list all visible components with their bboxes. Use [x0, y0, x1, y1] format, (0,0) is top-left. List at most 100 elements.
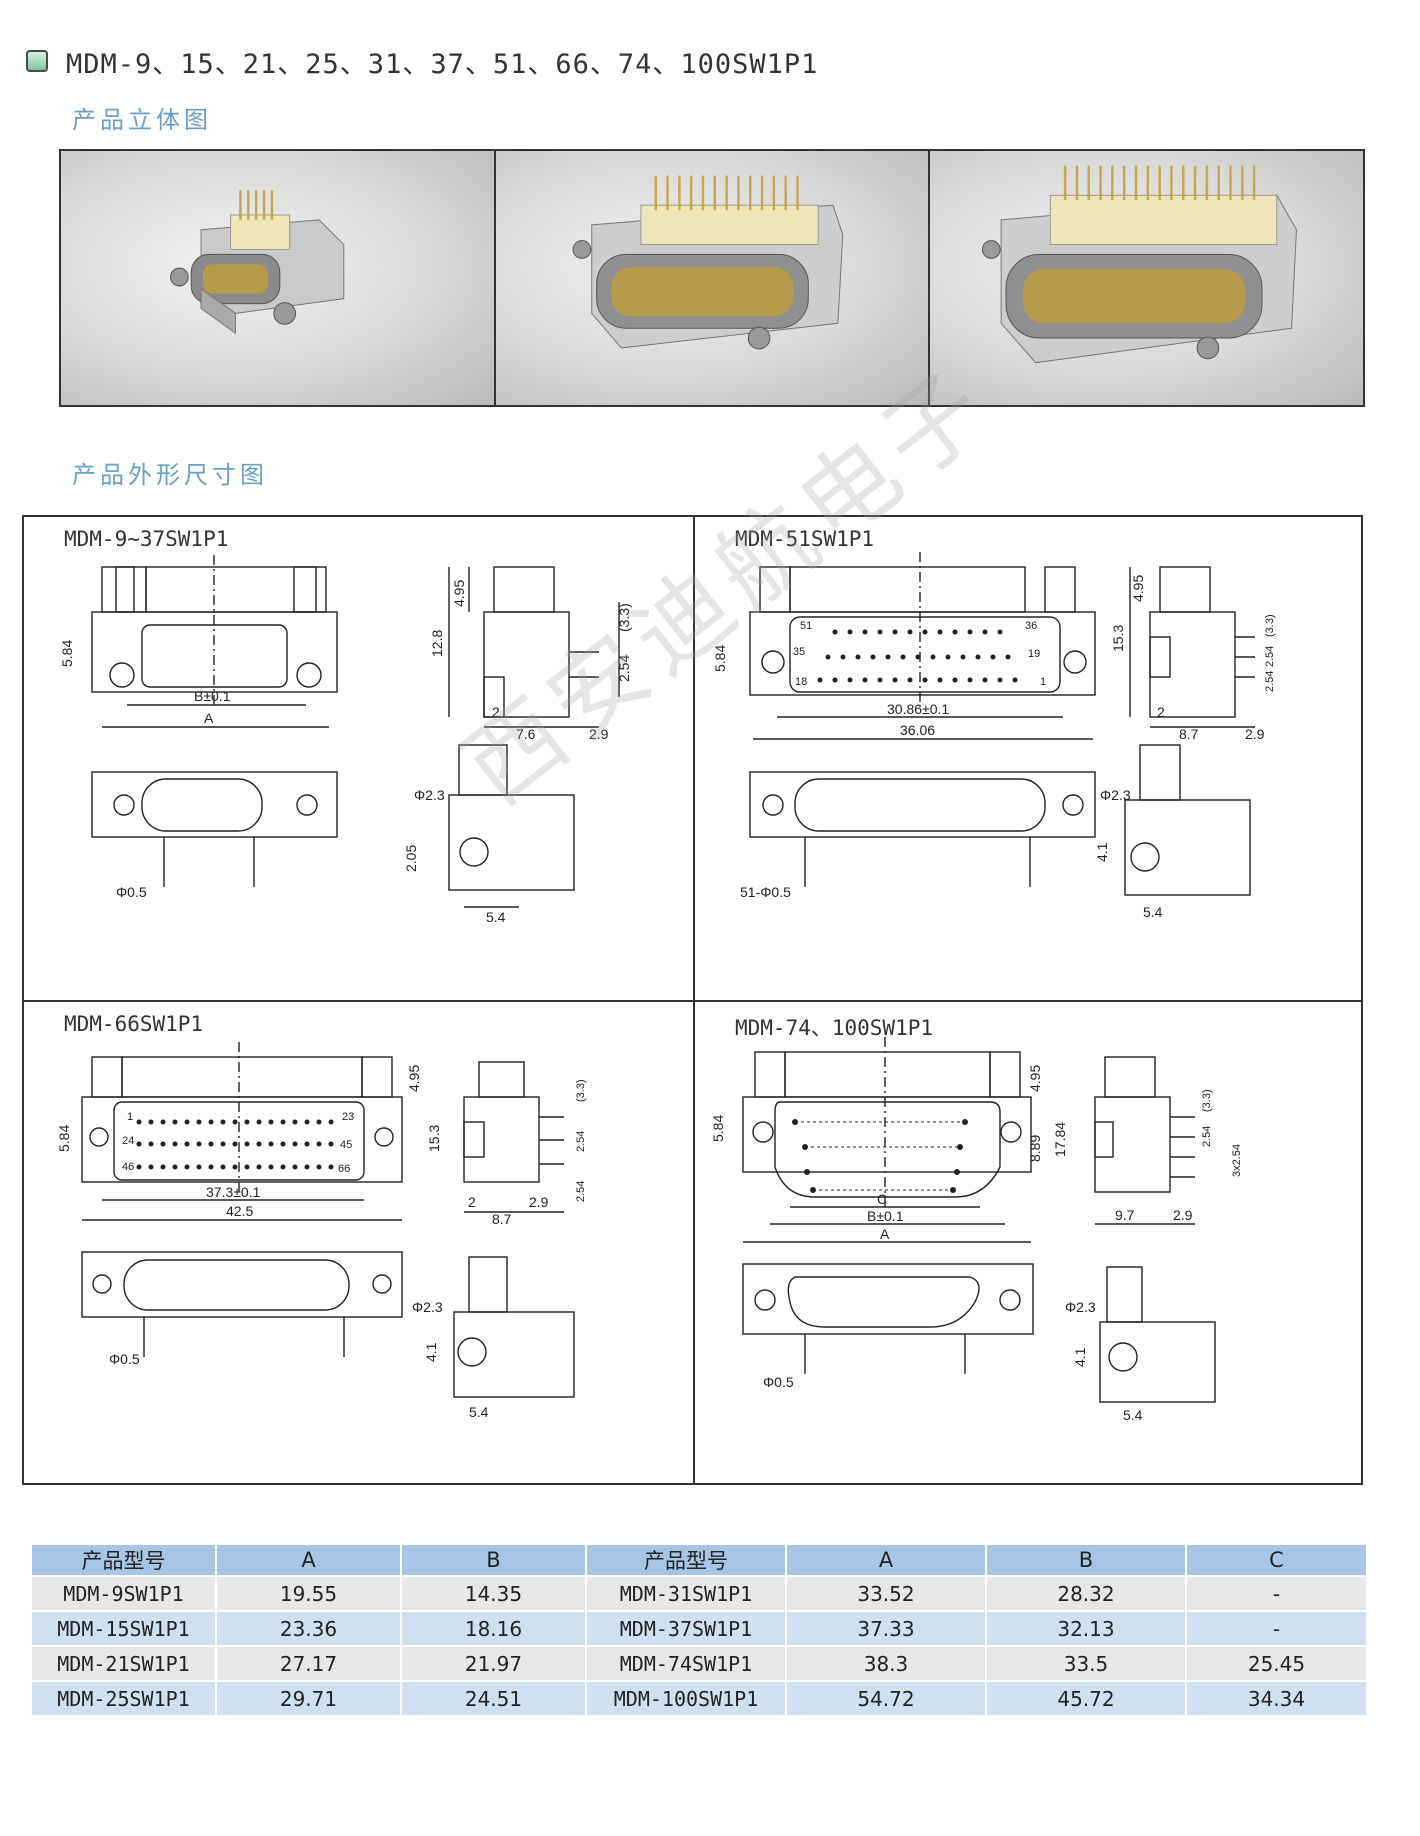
drawing-title: MDM-9~37SW1P1 [64, 527, 229, 551]
dim-label: 2.9 [1173, 1207, 1193, 1223]
dim-label: 4.95 [1130, 575, 1146, 602]
dim-label: 37.3±0.1 [206, 1184, 261, 1200]
drawing-mdm-9-37: MDM-9~37SW1P1 [24, 517, 693, 1000]
page-header: MDM-9、15、21、25、31、37、51、66、74、100SW1P1 [26, 44, 819, 80]
dim-label: 5.4 [1143, 904, 1163, 920]
table-cell: MDM-37SW1P1 [585, 1610, 787, 1647]
product-photo-medium [493, 151, 929, 405]
dim-label: 4.95 [406, 1065, 422, 1092]
dim-label: 2 [1157, 704, 1165, 720]
pin-label: 1 [127, 1111, 133, 1123]
dim-label: 5.84 [59, 640, 75, 667]
table-cell: 27.17 [215, 1645, 402, 1682]
column-header: B [985, 1543, 1187, 1577]
dim-label: 5.84 [710, 1115, 726, 1142]
table-cell: 54.72 [785, 1680, 987, 1717]
dim-label: 4.95 [1027, 1065, 1043, 1092]
dim-label: 15.3 [426, 1125, 442, 1152]
section-label-3d: 产品立体图 [72, 106, 212, 134]
dim-label: 4.1 [1072, 1347, 1088, 1367]
pin-label: 66 [338, 1163, 350, 1175]
table-cell: 32.13 [985, 1610, 1187, 1647]
column-header: A [785, 1543, 987, 1577]
dim-label: 12.8 [429, 630, 445, 657]
dimension-drawing-grid: MDM-9~37SW1P1 [22, 515, 1363, 1485]
table-cell: 21.97 [400, 1645, 587, 1682]
page-title: MDM-9、15、21、25、31、37、51、66、74、100SW1P1 [66, 48, 819, 80]
table-cell: 29.71 [215, 1680, 402, 1717]
dim-label: B±0.1 [194, 688, 231, 704]
drawing-mdm-51: MDM-51SW1P1 [695, 517, 1363, 1000]
dim-label: A [880, 1226, 890, 1242]
column-header: B [400, 1543, 587, 1577]
table-cell: MDM-21SW1P1 [30, 1645, 217, 1682]
table-cell: 23.36 [215, 1610, 402, 1647]
dim-label: 5.84 [712, 645, 728, 672]
dim-label: 7.6 [516, 726, 536, 742]
table-cell: 33.5 [985, 1645, 1187, 1682]
dim-label: 2.54 [575, 1131, 587, 1152]
table-cell: - [1185, 1610, 1368, 1647]
pin-label: 45 [340, 1139, 352, 1151]
table-row: MDM-15SW1P1 23.36 18.16 MDM-37SW1P1 37.3… [30, 1610, 1368, 1647]
table-cell: MDM-15SW1P1 [30, 1610, 217, 1647]
dim-label: 2.9 [529, 1194, 549, 1210]
column-header: C [1185, 1543, 1368, 1577]
dim-label: 2.54 [616, 655, 632, 682]
table-cell: MDM-25SW1P1 [30, 1680, 217, 1717]
table-cell: 24.51 [400, 1680, 587, 1717]
dim-label: 2.54 [1201, 1126, 1213, 1147]
table-cell: MDM-9SW1P1 [30, 1575, 217, 1612]
table-cell: 25.45 [1185, 1645, 1368, 1682]
dim-label: 8.89 [1027, 1135, 1043, 1162]
dim-label: Φ0.5 [109, 1351, 140, 1367]
dim-label: 36.06 [900, 722, 935, 738]
table-cell: 38.3 [785, 1645, 987, 1682]
table-cell: 33.52 [785, 1575, 987, 1612]
dim-label: 2.54 [1264, 646, 1276, 667]
dim-label: 9.7 [1115, 1207, 1135, 1223]
pin-label: 23 [342, 1111, 354, 1123]
drawing-title: MDM-66SW1P1 [64, 1012, 204, 1036]
pin-label: 36 [1025, 620, 1037, 632]
table-row: MDM-9SW1P1 19.55 14.35 MDM-31SW1P1 33.52… [30, 1575, 1368, 1612]
dim-label: 4.1 [423, 1342, 439, 1362]
dim-label: 2.9 [589, 726, 609, 742]
dim-label: (3.3) [1264, 614, 1276, 637]
drawing-title: MDM-51SW1P1 [735, 527, 875, 551]
table-cell: 37.33 [785, 1610, 987, 1647]
dim-label: Φ2.3 [1100, 787, 1131, 803]
dim-label: 5.4 [486, 909, 506, 925]
product-photo-large [928, 151, 1364, 405]
dim-label: 2 [492, 704, 500, 720]
dim-label: 5.4 [469, 1404, 489, 1420]
pin-label: 24 [122, 1135, 134, 1147]
dim-label: 4.95 [451, 580, 467, 607]
dim-label: 8.7 [492, 1211, 512, 1227]
table-cell: 14.35 [400, 1575, 587, 1612]
dim-label: 2.9 [1245, 726, 1265, 742]
product-photo-small [61, 151, 494, 405]
dim-label: (3.3) [616, 603, 632, 632]
table-cell: 45.72 [985, 1680, 1187, 1717]
table-cell: MDM-74SW1P1 [585, 1645, 787, 1682]
drawing-mdm-66: MDM-66SW1P1 [24, 1002, 693, 1485]
dim-label: 5.4 [1123, 1407, 1143, 1423]
column-header: 产品型号 [30, 1543, 217, 1577]
product-photo-strip [59, 149, 1365, 407]
pin-label: 35 [793, 646, 805, 658]
pin-label: 19 [1028, 648, 1040, 660]
dim-label: 5.84 [56, 1125, 72, 1152]
table-cell: MDM-100SW1P1 [585, 1680, 787, 1717]
bullet-square-icon [26, 50, 48, 72]
dim-label: Φ2.3 [412, 1299, 443, 1315]
dim-label: 30.86±0.1 [887, 701, 949, 717]
table-cell: - [1185, 1575, 1368, 1612]
dim-label: 2.54 [1264, 671, 1276, 692]
dim-label: Φ2.3 [414, 787, 445, 803]
dim-label: (3.3) [1201, 1089, 1213, 1112]
dim-label: 17.84 [1052, 1122, 1068, 1157]
dim-label: B±0.1 [867, 1208, 904, 1224]
pin-label: 51 [800, 620, 812, 632]
dim-label: A [204, 710, 214, 726]
